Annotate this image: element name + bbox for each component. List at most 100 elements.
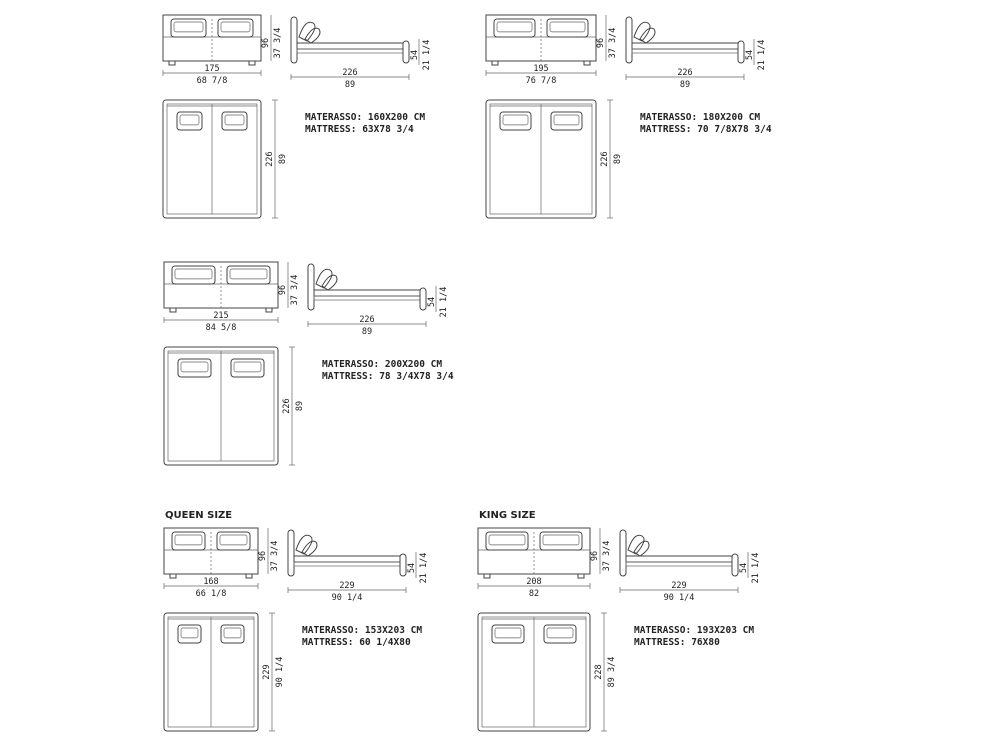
front-height-cm: 96 (596, 38, 606, 48)
side-footboard (419, 287, 427, 311)
side-height-in: 21 1/4 (751, 553, 761, 584)
front-width-cm: 175 (204, 64, 219, 74)
pillow (176, 111, 203, 131)
side-height-in: 21 1/4 (422, 40, 432, 71)
side-length-in: 89 (362, 327, 372, 337)
side-length-cm: 226 (342, 68, 357, 78)
front-foot (169, 307, 177, 313)
pillow (171, 265, 216, 285)
front-foot (483, 573, 491, 579)
side-height-cm: 54 (745, 50, 755, 60)
side-length-in: 89 (345, 80, 355, 90)
pillow (170, 18, 207, 38)
materasso-spec: MATERASSO: 180X200 CM (640, 112, 760, 123)
pillow (177, 624, 202, 644)
side-headboard (290, 16, 298, 64)
pillow-fold (180, 361, 209, 373)
pillow (171, 531, 206, 551)
materasso-spec: MATERASSO: 153X203 CM (302, 625, 422, 636)
pillow-fold (219, 534, 248, 546)
side-pillow (639, 27, 656, 44)
pillow (543, 624, 577, 644)
pillow-fold (179, 114, 200, 126)
pillow-fold (502, 114, 529, 126)
materasso-spec: MATERASSO: 160X200 CM (305, 112, 425, 123)
top-length-cm: 226 (600, 151, 610, 166)
pillow-fold (488, 534, 526, 546)
pillow-fold (224, 114, 245, 126)
mattress-spec: MATTRESS: 76X80 (634, 637, 720, 648)
side-frame (313, 295, 421, 301)
pillow (226, 265, 271, 285)
top-outline (485, 99, 597, 219)
pillow (216, 531, 251, 551)
side-pillow (301, 540, 318, 557)
pillow-fold (553, 114, 580, 126)
pillow-fold (549, 21, 586, 33)
side-height-in: 21 1/4 (439, 287, 449, 318)
side-length-cm: 226 (359, 315, 374, 325)
front-foot (577, 573, 585, 579)
pillow (539, 531, 583, 551)
side-height-cm: 54 (427, 297, 437, 307)
side-footboard (402, 40, 410, 64)
side-pillow (321, 274, 338, 291)
front-width-in: 66 1/8 (196, 589, 227, 599)
side-headboard (307, 263, 315, 311)
front-width-in: 68 7/8 (197, 76, 228, 86)
front-height-in: 37 3/4 (602, 541, 612, 572)
front-foot (245, 573, 253, 579)
side-headboard (625, 16, 633, 64)
side-height-cm: 54 (739, 563, 749, 573)
materasso-spec: MATERASSO: 193X203 CM (634, 625, 754, 636)
pillow (230, 358, 265, 378)
front-height-in: 37 3/4 (608, 28, 618, 59)
front-width-cm: 168 (203, 577, 218, 587)
front-width-in: 76 7/8 (526, 76, 557, 86)
front-width-cm: 195 (533, 64, 548, 74)
pillow-fold (496, 21, 533, 33)
front-width-cm: 208 (526, 577, 541, 587)
variant-title: KING SIZE (479, 510, 536, 521)
side-pillow (627, 534, 645, 555)
side-pillow (295, 534, 313, 555)
pillow-fold (174, 534, 203, 546)
top-outline (163, 346, 279, 466)
top-length-in: 89 3/4 (607, 657, 617, 688)
pillow-fold (542, 534, 580, 546)
pillow-fold (546, 627, 574, 639)
side-pillow (304, 27, 321, 44)
side-frame (293, 561, 401, 567)
front-height-cm: 96 (261, 38, 271, 48)
pillow-fold (174, 268, 213, 280)
side-footboard (737, 40, 745, 64)
top-length-in: 89 (613, 154, 623, 164)
side-footboard (399, 553, 407, 577)
pillow (546, 18, 589, 38)
side-height-cm: 54 (407, 563, 417, 573)
pillow-fold (173, 21, 204, 33)
side-mattress (296, 42, 404, 50)
front-height-in: 37 3/4 (290, 275, 300, 306)
side-length-in: 90 1/4 (332, 593, 363, 603)
pillow (493, 18, 536, 38)
pillow (499, 111, 532, 131)
top-length-cm: 229 (262, 664, 272, 679)
front-width-in: 84 5/8 (206, 323, 237, 333)
pillow-fold (494, 627, 522, 639)
pillow (177, 358, 212, 378)
side-frame (631, 48, 739, 54)
pillow-fold (220, 21, 251, 33)
front-height-cm: 96 (590, 551, 600, 561)
side-mattress (631, 42, 739, 50)
